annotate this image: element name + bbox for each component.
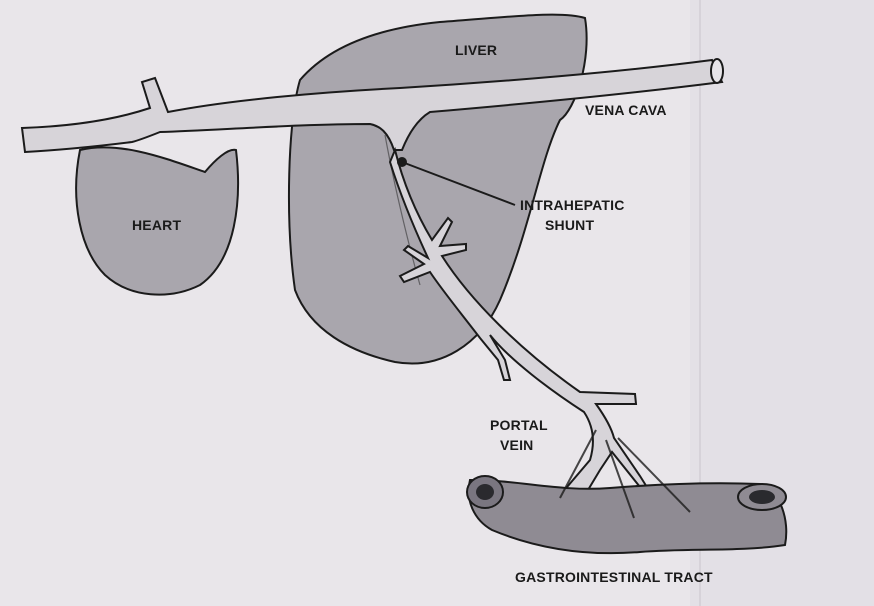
- label-heart: HEART: [132, 217, 181, 233]
- liver-shape: [287, 13, 588, 365]
- label-shunt: SHUNT: [545, 217, 594, 233]
- shunt-pointer-dot: [397, 157, 407, 167]
- gi-tract-left-lumen: [476, 484, 494, 500]
- vena-cava-open-end: [710, 58, 724, 84]
- heart-shape: [75, 146, 240, 296]
- label-intrahepatic: INTRAHEPATIC: [520, 197, 625, 213]
- portal-vein-vessel: [388, 146, 711, 524]
- vena-cava-vessel: [20, 58, 724, 154]
- label-gastrointestinal-tract: GASTROINTESTINAL TRACT: [515, 569, 713, 585]
- portal-vein-gut-branches: [559, 429, 691, 519]
- shunt-pointer-line: [401, 161, 516, 206]
- gi-tract-right-lumen: [749, 490, 775, 504]
- label-portal: PORTAL: [490, 417, 548, 433]
- label-vein: VEIN: [500, 437, 533, 453]
- gi-tract-shape: [467, 478, 788, 555]
- label-liver: LIVER: [455, 42, 497, 58]
- label-vena-cava: VENA CAVA: [585, 102, 667, 118]
